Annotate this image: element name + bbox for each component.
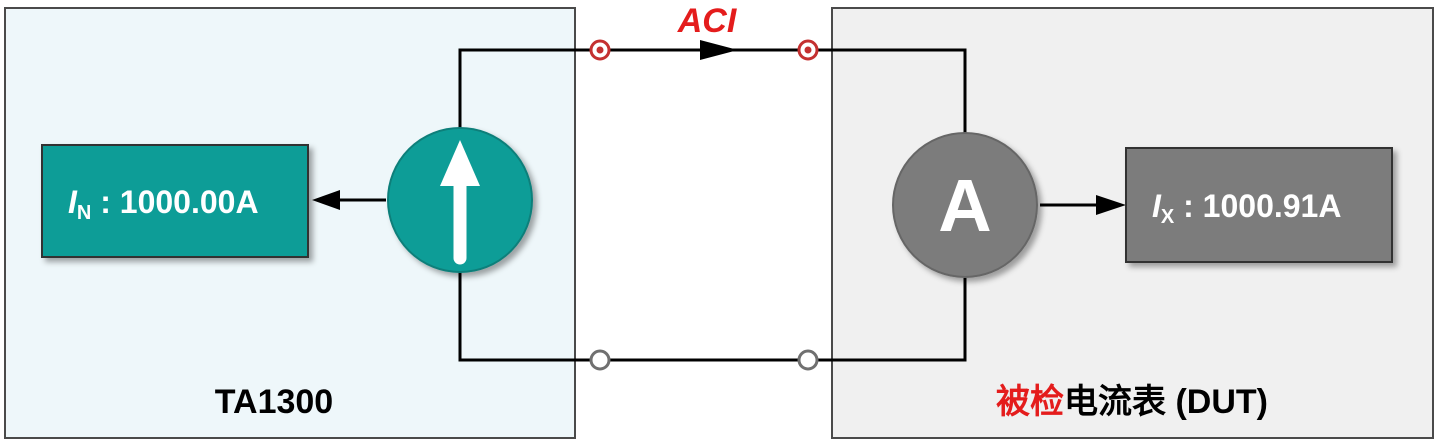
dut-label-red: 被检 xyxy=(996,382,1064,421)
meter-readout-arrowhead xyxy=(1096,195,1126,215)
dut-label-black: 电流表 (DUT) xyxy=(1064,383,1268,421)
source-readout-display: IN : 1000.00A xyxy=(41,144,309,258)
source-readout-separator: : xyxy=(91,184,119,220)
dut-readout-symbol: I xyxy=(1152,188,1162,224)
source-readout-arrowhead xyxy=(312,190,340,210)
dut-readout-value: 1000.91A xyxy=(1203,188,1342,224)
ammeter-icon: A xyxy=(892,132,1038,278)
terminals xyxy=(589,39,819,371)
source-readout-value: 1000.00A xyxy=(120,184,259,220)
link-label: ACI xyxy=(677,2,738,40)
source-instrument-label: TA1300 xyxy=(215,383,333,421)
dut-readout-separator: : xyxy=(1174,188,1202,224)
source-readout-symbol: I xyxy=(68,184,78,220)
source-readout-subscript: N xyxy=(77,202,91,224)
dut-readout-subscript: X xyxy=(1161,206,1175,228)
terminal-bottom-left xyxy=(589,349,611,371)
meter-symbol-text: A xyxy=(938,164,991,247)
current-source-up-arrow-icon xyxy=(387,127,533,273)
bottom-wire xyxy=(458,272,967,362)
dut-instrument-label: 被检电流表 (DUT) xyxy=(996,382,1268,421)
dut-readout-text: IX : 1000.91A xyxy=(1152,188,1341,228)
dut-readout-display: IX : 1000.91A xyxy=(1125,147,1393,263)
terminal-bottom-right xyxy=(797,349,819,371)
source-readout-text: IN : 1000.00A xyxy=(68,184,259,224)
current-direction-arrow xyxy=(700,40,738,60)
